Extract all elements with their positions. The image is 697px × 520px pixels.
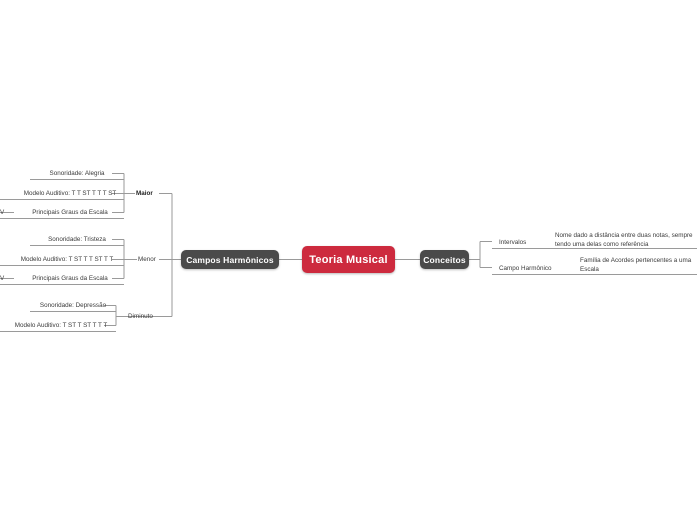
- branch-node-label: Conceitos: [423, 254, 466, 265]
- node-campo-harmonico[interactable]: Campo Harmônico: [499, 265, 552, 272]
- node-diminuto-sonoridade[interactable]: Sonoridade: Depressão: [39, 302, 107, 309]
- node-maior-principais-graus[interactable]: Principais Graus da Escala: [32, 209, 108, 216]
- branch-node-label: Campos Harmônicos: [186, 254, 274, 265]
- node-menor-grau-clipped[interactable]: V: [0, 275, 5, 282]
- node-menor-sonoridade[interactable]: Sonoridade: Tristeza: [48, 236, 106, 243]
- node-diminuto[interactable]: Diminuto: [128, 313, 153, 320]
- node-diminuto-modelo-auditivo[interactable]: Modelo Auditivo: T ST T ST T T T: [14, 322, 108, 329]
- node-maior-modelo-auditivo[interactable]: Modelo Auditivo: T T ST T T T ST: [23, 190, 117, 197]
- branch-node-conceitos[interactable]: Conceitos: [420, 250, 469, 269]
- branch-node-campos-harmonicos[interactable]: Campos Harmônicos: [181, 250, 279, 269]
- node-menor[interactable]: Menor: [138, 256, 156, 263]
- node-menor-modelo-auditivo[interactable]: Modelo Auditivo: T ST T T ST T T: [20, 256, 114, 263]
- root-node-label: Teoria Musical: [309, 253, 388, 266]
- node-campo-harmonico-descricao[interactable]: Família de Acordes pertencentes a uma Es…: [580, 257, 692, 274]
- node-intervalos[interactable]: Intervalos: [499, 239, 527, 246]
- node-menor-principais-graus[interactable]: Principais Graus da Escala: [32, 275, 108, 282]
- node-maior-sonoridade[interactable]: Sonoridade: Alegria: [49, 170, 105, 177]
- node-maior[interactable]: Maior: [136, 190, 153, 197]
- root-node-teoria-musical[interactable]: Teoria Musical: [302, 246, 395, 273]
- node-maior-grau-clipped[interactable]: V: [0, 209, 5, 216]
- node-intervalos-descricao[interactable]: Nome dado a distância entre duas notas, …: [555, 232, 693, 249]
